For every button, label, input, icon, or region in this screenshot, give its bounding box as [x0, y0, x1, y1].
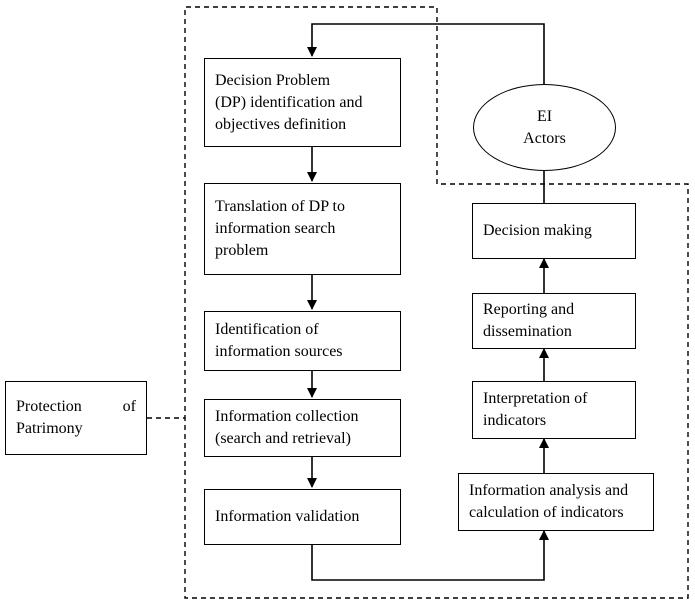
information-validation-box: Information validation — [204, 489, 401, 545]
decision-problem-line-2: (DP) identification and — [215, 93, 363, 111]
decision-problem-box: Decision Problem (DP) identification and… — [204, 58, 401, 147]
information-validation-line-1: Information validation — [215, 508, 360, 525]
ei-actors-ellipse: EI Actors — [473, 84, 616, 171]
information-analysis-line-2: calculation of indicators — [469, 504, 624, 521]
information-sources-box: Identification of information sources — [204, 311, 401, 371]
information-collection-line-1: Information collection — [215, 408, 359, 425]
reporting-line-1: Reporting and — [483, 301, 575, 318]
translation-line-2: information search — [215, 220, 336, 237]
translation-line-3: problem — [215, 242, 269, 259]
validation-to-analysis-arrow — [311, 530, 549, 581]
protection-of-patrimony-box: Protection of Patrimony — [5, 381, 147, 455]
information-sources-line-1: Identification of — [215, 321, 319, 338]
reporting-line-2: dissemination — [483, 323, 572, 340]
decision-making-box: Decision making — [472, 203, 636, 259]
translation-box: Translation of DP to information search … — [204, 183, 401, 275]
protection-line-1: Protection of — [16, 396, 136, 418]
translation-line-1: Translation of DP to — [215, 198, 345, 215]
ei-actors-line-2: Actors — [523, 129, 566, 147]
information-sources-line-2: information sources — [215, 343, 343, 360]
dashed-boundary-upper — [184, 6, 689, 599]
actors-to-decision-problem-arrow — [307, 23, 545, 84]
reporting-box: Reporting and dissemination — [472, 293, 636, 349]
information-collection-box: Information collection (search and retri… — [204, 399, 401, 457]
ei-actors-line-1: EI — [536, 107, 553, 125]
decision-problem-line-1: Decision Problem — [215, 71, 331, 89]
interpretation-line-2: indicators — [483, 412, 547, 429]
protection-word: Protection — [16, 398, 82, 415]
interpretation-box: Interpretation of indicators — [472, 381, 636, 439]
decision-problem-line-3: objectives definition — [215, 115, 347, 133]
interpretation-line-1: Interpretation of — [483, 390, 588, 407]
information-analysis-line-1: Information analysis and — [469, 482, 629, 499]
decision-making-line-1: Decision making — [483, 222, 592, 239]
information-collection-line-2: (search and retrieval) — [215, 430, 351, 447]
of-word: of — [122, 398, 136, 415]
information-analysis-box: Information analysis and calculation of … — [458, 473, 654, 531]
patrimony-word: Patrimony — [16, 420, 83, 437]
